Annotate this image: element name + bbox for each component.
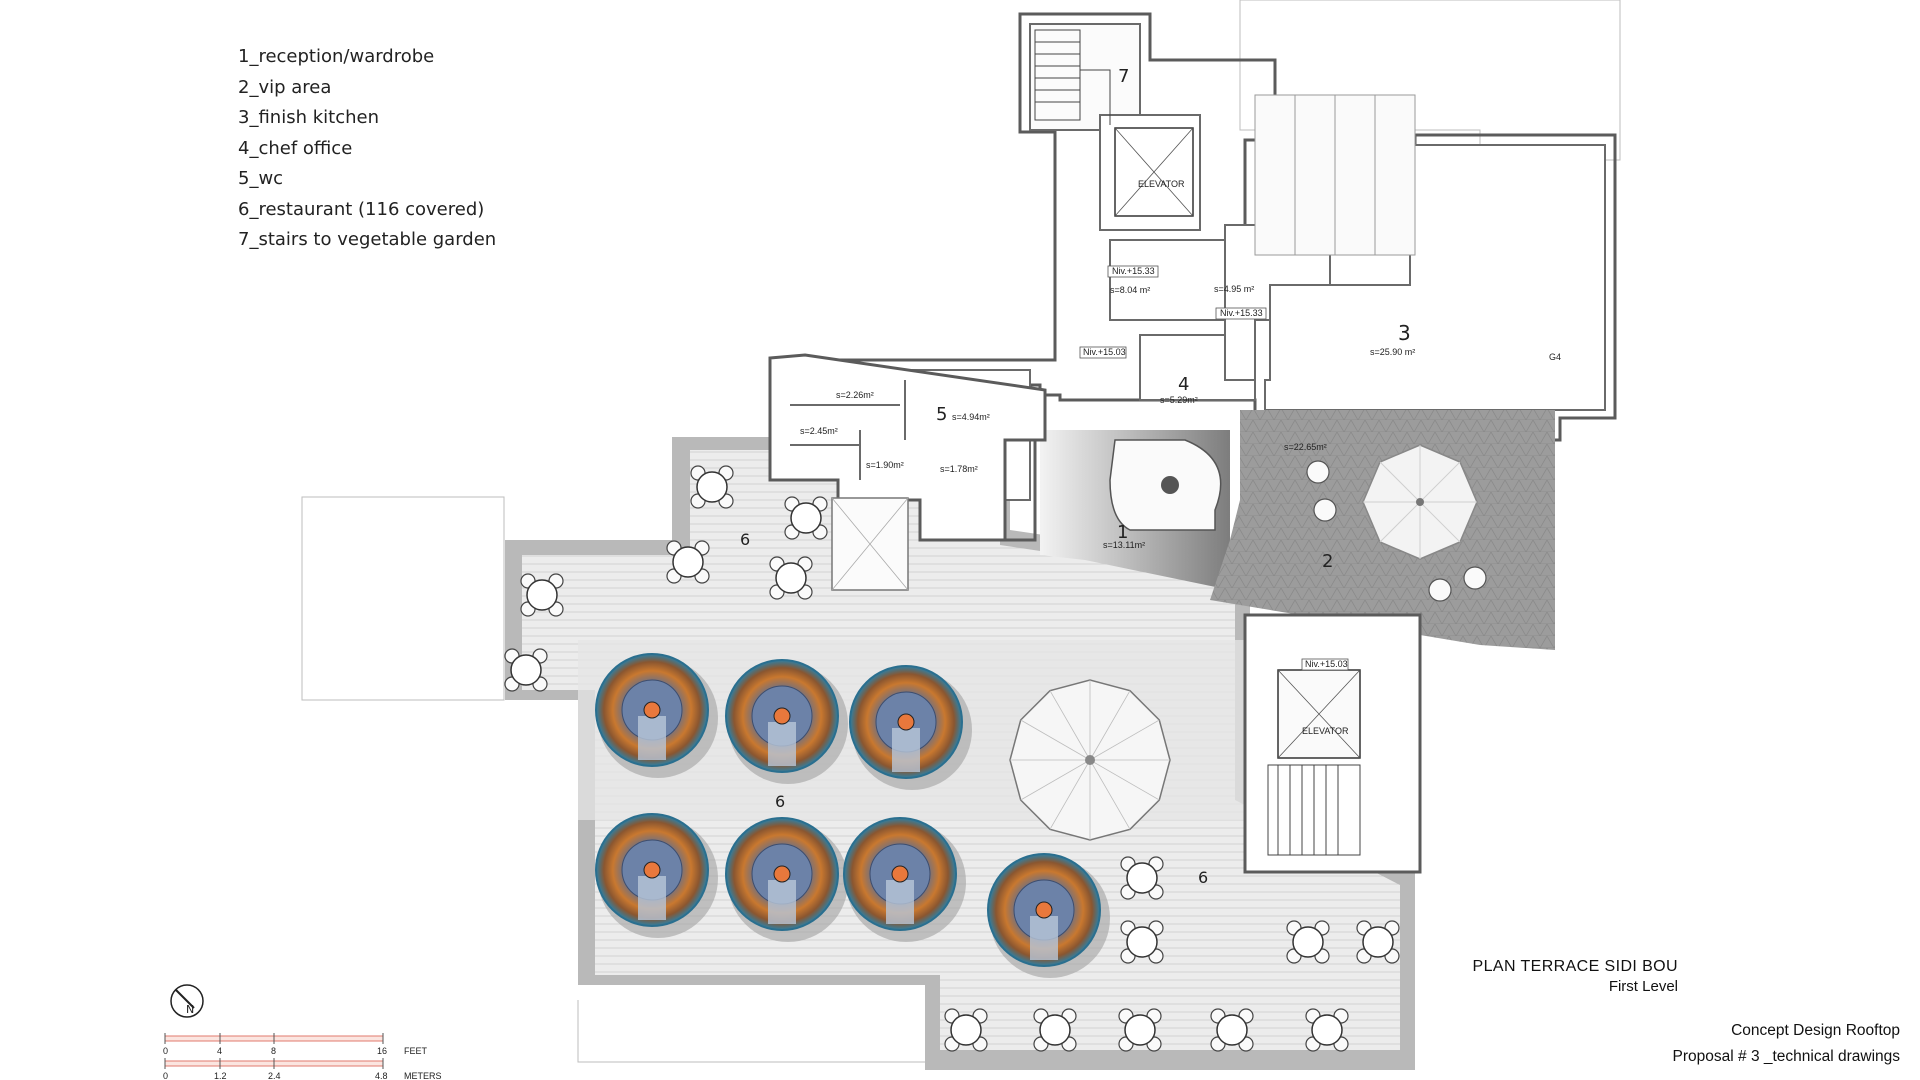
north-arrow: N — [170, 984, 204, 1018]
dining-table — [1210, 1008, 1254, 1052]
dining-table — [1033, 1008, 1077, 1052]
room-number-6: 6 — [1198, 868, 1208, 887]
dining-table — [784, 496, 828, 540]
room-number-4: 4 — [1178, 374, 1189, 395]
booth-pod — [595, 813, 718, 938]
room-number-1: 1 — [1117, 522, 1128, 543]
scale-tick: 1.2 — [214, 1071, 227, 1080]
area-label: s=1.78m² — [940, 464, 978, 474]
dining-table — [769, 556, 813, 600]
booth-pod — [725, 659, 848, 784]
area-label: s=25.90 m² — [1370, 347, 1415, 357]
booth-pod — [595, 653, 718, 778]
wc-block — [768, 353, 1047, 542]
scale-tick: 4.8 — [375, 1071, 388, 1080]
dining-table — [1120, 856, 1164, 900]
north-label: N — [186, 1003, 194, 1016]
lower-building — [1243, 613, 1422, 874]
scale-unit: METERS — [404, 1071, 442, 1080]
booth-pod — [987, 853, 1110, 978]
room-number-5: 5 — [936, 404, 947, 425]
room-number-7: 7 — [1118, 66, 1129, 87]
dining-table — [944, 1008, 988, 1052]
scale-tick: 4 — [217, 1046, 222, 1056]
vip-chairs — [1306, 460, 1487, 602]
vip-umbrella — [1362, 444, 1478, 560]
drawing-title: PLAN TERRACE SIDI BOU First Level — [1473, 958, 1679, 995]
stair-top — [1034, 29, 1111, 125]
area-label: s=13.11m² — [1103, 540, 1145, 550]
legend-item: 1_reception/wardrobe — [238, 46, 435, 67]
scale-tick: 2.4 — [268, 1071, 281, 1080]
booth-pod — [849, 665, 972, 790]
dining-table — [666, 540, 710, 584]
dining-table — [1286, 920, 1330, 964]
legend-item: 2_vip area — [238, 76, 332, 98]
elevator-label: ELEVATOR — [1302, 726, 1349, 736]
scale-tick: 0 — [163, 1046, 168, 1056]
area-label: s=22.65m² — [1284, 442, 1327, 452]
elevator-top — [1114, 127, 1194, 217]
parasol — [1009, 679, 1171, 841]
booth-pod — [725, 817, 848, 942]
skylight — [1254, 94, 1416, 256]
scale-tick: 0 — [163, 1071, 168, 1080]
scale-tick: 16 — [377, 1046, 387, 1056]
project-line: Proposal # 3 _technical drawings — [1672, 1048, 1900, 1065]
dining-table — [1120, 920, 1164, 964]
dining-table — [1305, 1008, 1349, 1052]
dining-table — [520, 573, 564, 617]
room-numbers: 1 2 3 4 5 7 6 6 6 — [740, 66, 1411, 887]
level-tags: Niv.+15.33 Niv.+15.33 Niv.+15.03 Niv.+15… — [1079, 265, 1349, 671]
terrace-skylight — [831, 497, 909, 591]
elevator-label: ELEVATOR — [1138, 179, 1185, 189]
project-info: Concept Design Rooftop Proposal # 3 _tec… — [1673, 1018, 1900, 1070]
room-legend: 1_reception/wardrobe 2_vip area 3_finish… — [238, 42, 496, 256]
dining-table — [1118, 1008, 1162, 1052]
drawing-title-main: PLAN TERRACE SIDI BOU — [1472, 958, 1678, 975]
level-tag: Niv.+15.33 — [1112, 266, 1155, 276]
legend-item: 3_finish kitchen — [238, 107, 379, 128]
g4-label: G4 — [1549, 352, 1561, 362]
dining-table — [504, 648, 548, 692]
area-label: s=2.45m² — [800, 426, 838, 436]
restaurant-tables — [504, 465, 1400, 1052]
drawing-title-sub: First Level — [1608, 978, 1678, 995]
legend-item: 7_stairs to vegetable garden — [238, 229, 497, 250]
room-number-2: 2 — [1322, 551, 1333, 572]
room-number-6: 6 — [740, 530, 750, 549]
level-tag: Niv.+15.03 — [1083, 347, 1126, 357]
level-tag: Niv.+15.03 — [1305, 659, 1348, 669]
area-label: s=4.95 m² — [1214, 284, 1254, 294]
scale-tick: 8 — [271, 1046, 276, 1056]
area-label: s=5.29m² — [1160, 395, 1198, 405]
legend-item: 4_chef office — [238, 137, 353, 159]
area-labels: s=13.11m² s=22.65m² s=25.90 m² s=5.29m² … — [800, 284, 1415, 550]
level-tag: Niv.+15.33 — [1220, 308, 1263, 318]
area-label: s=1.90m² — [866, 460, 904, 470]
wc-partitions — [790, 380, 906, 480]
project-line: Concept Design Rooftop — [1731, 1022, 1900, 1039]
dining-table — [1356, 920, 1400, 964]
scale-bar: 0 4 8 16 FEET 0 1.2 2.4 4.8 METERS — [163, 1033, 442, 1080]
room-number-6: 6 — [775, 792, 785, 811]
legend-item: 6_restaurant (116 covered) — [238, 198, 485, 220]
area-label: s=8.04 m² — [1110, 285, 1150, 295]
legend-item: 5_wc — [238, 168, 284, 189]
room-number-3: 3 — [1398, 321, 1411, 345]
scale-unit: FEET — [404, 1046, 428, 1056]
dining-table — [690, 465, 734, 509]
area-label: s=4.94m² — [952, 412, 990, 422]
booth-pods — [595, 653, 1110, 978]
booth-pod — [843, 817, 966, 942]
area-label: s=2.26m² — [836, 390, 874, 400]
